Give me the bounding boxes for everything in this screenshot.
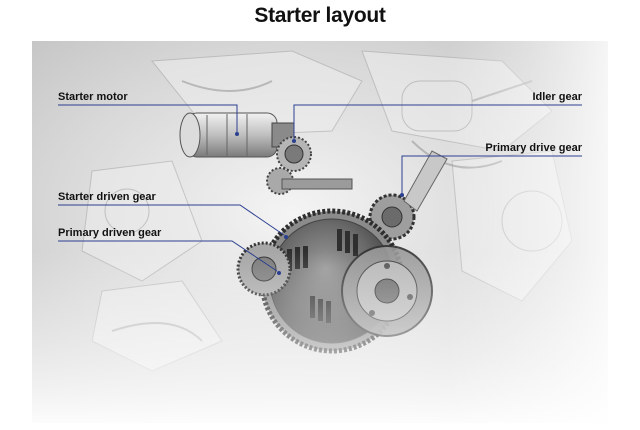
label-primary-drive-gear: Primary drive gear	[485, 142, 582, 154]
page-title: Starter layout	[254, 4, 386, 27]
leader-idler-gear	[293, 104, 582, 139]
leader-starter-driven-gear	[58, 204, 285, 236]
engine-illustration: Starter motor Idler gear Primary drive g…	[32, 41, 608, 423]
label-idler-gear: Idler gear	[532, 91, 582, 103]
leader-lines	[58, 104, 582, 275]
leader-primary-drive-gear	[401, 155, 582, 193]
leader-primary-driven-gear	[58, 240, 278, 272]
label-starter-motor: Starter motor	[58, 91, 128, 103]
label-primary-driven-gear: Primary driven gear	[58, 227, 162, 239]
leader-starter-motor	[58, 104, 238, 132]
label-starter-driven-gear: Starter driven gear	[58, 191, 156, 203]
